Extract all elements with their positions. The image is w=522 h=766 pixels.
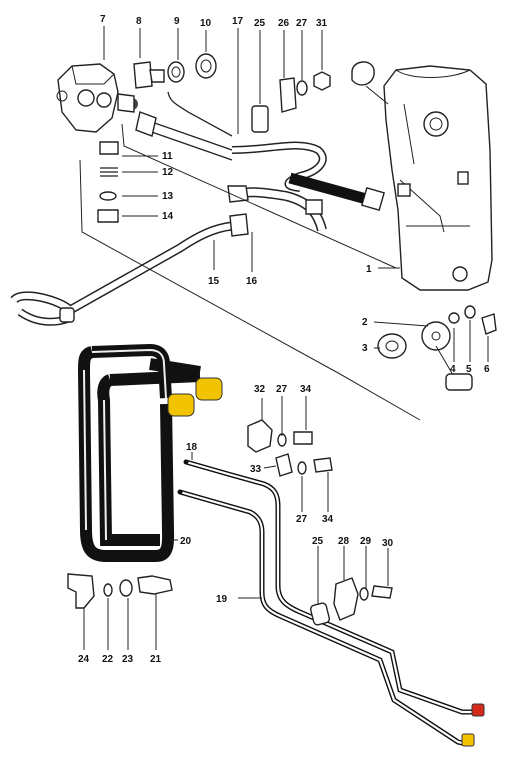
callout-12: 12 [162,167,174,178]
pipe-clamp-hardware [247,419,333,477]
bent-tube [10,185,327,326]
washer [296,80,308,96]
connector-fitting [133,61,165,89]
hose-assembly [135,91,385,211]
o-ring [167,61,185,83]
valve-block [56,63,138,133]
clamp-clip [279,77,297,113]
oil-tank [351,61,493,291]
oil-lines [177,459,485,747]
lower-clamp-hardware [309,577,393,626]
callout-1: 1 [366,264,372,275]
sleeve [251,105,269,133]
sender-unit [377,305,497,391]
callout-2: 2 [362,317,368,328]
callout-15: 15 [208,276,220,287]
callout-13: 13 [162,191,174,202]
callout-33: 33 [250,464,262,475]
callout-14: 14 [162,211,174,222]
callout-32: 32 [254,384,266,395]
callout-27-mid: 27 [276,384,288,395]
callout-3: 3 [362,343,368,354]
callout-26: 26 [278,18,290,29]
callout-25-top: 25 [254,18,266,29]
cooler-mounting-hardware [67,573,173,609]
callout-31: 31 [316,18,328,29]
callout-4: 4 [450,364,456,375]
leader-lines [83,26,489,650]
callout-30: 30 [382,538,394,549]
callout-18: 18 [186,442,198,453]
callout-27-top: 27 [296,18,308,29]
callout-23: 23 [122,654,134,665]
callout-24: 24 [78,654,90,665]
callout-20: 20 [180,536,192,547]
spring-stack [97,141,119,223]
callout-19: 19 [216,594,228,605]
callout-11: 11 [162,151,173,162]
callout-labels: 7 8 9 10 17 25 26 27 31 11 12 13 14 15 1… [78,14,490,665]
nut [313,71,331,91]
callout-7: 7 [100,14,106,25]
callout-22: 22 [102,654,114,665]
callout-9: 9 [174,16,180,27]
callout-16: 16 [246,276,258,287]
cooler-coil [77,343,223,562]
grommet [195,53,217,79]
callout-6: 6 [484,364,490,375]
callout-34-low: 34 [322,514,334,525]
callout-5: 5 [466,364,472,375]
callout-25-low: 25 [312,536,324,547]
callout-17: 17 [232,16,244,27]
callout-10: 10 [200,18,212,29]
callout-29: 29 [360,536,372,547]
callout-27-low: 27 [296,514,308,525]
callout-21: 21 [150,654,162,665]
callout-8: 8 [136,16,142,27]
callout-34-top: 34 [300,384,312,395]
callout-28: 28 [338,536,350,547]
